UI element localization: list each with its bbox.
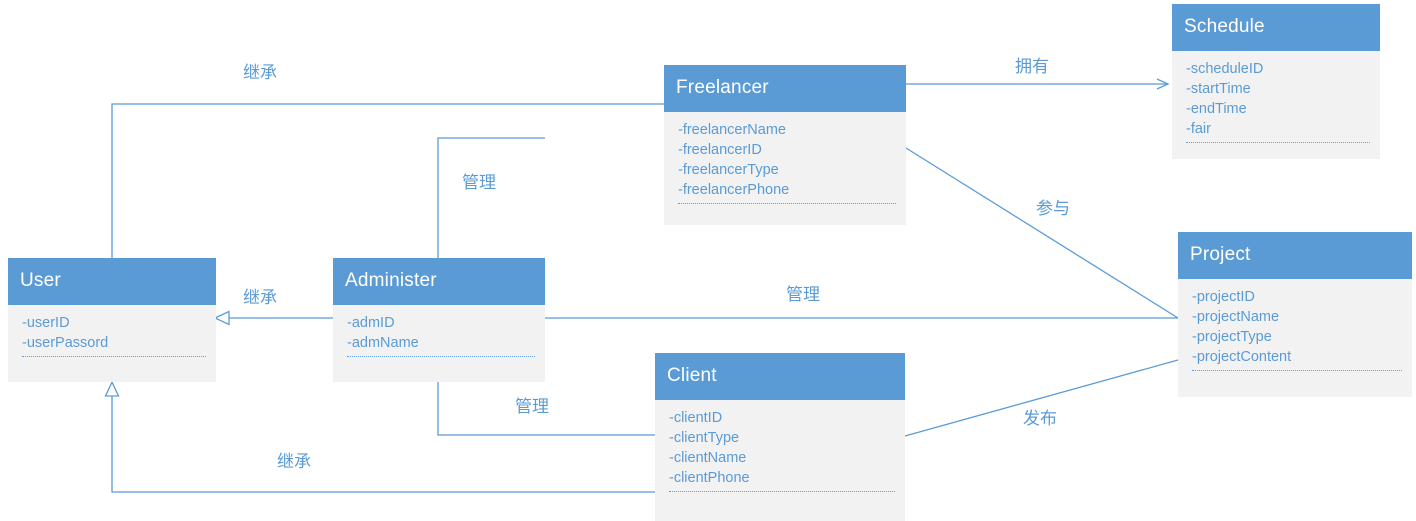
class-name-user: User: [20, 270, 61, 291]
edge-label-client-project-publish: 发布: [1023, 409, 1057, 428]
class-attributes-schedule: -scheduleID -startTime -endTime -fair: [1172, 51, 1380, 143]
class-attribute: -clientName: [669, 450, 747, 466]
class-box-schedule[interactable]: Schedule -scheduleID -startTime -endTime…: [1172, 4, 1380, 159]
relation-freelancer-project-participate: [905, 147, 1179, 319]
class-header-user: User: [8, 258, 216, 305]
class-attribute: -scheduleID: [1186, 61, 1264, 77]
class-attribute: -startTime: [1186, 81, 1251, 97]
class-header-schedule: Schedule: [1172, 4, 1380, 51]
class-attribute: -admName: [347, 335, 419, 351]
relation-administer-user-inheritance: [213, 310, 333, 326]
class-attributes-client: -clientID -clientType -clientName -clien…: [655, 400, 905, 492]
edge-label-freelancer-schedule-own: 拥有: [1015, 57, 1049, 76]
class-box-administer[interactable]: Administer -admID -admName: [333, 258, 545, 382]
class-name-project: Project: [1190, 244, 1251, 265]
edge-label-administer-client-manage: 管理: [515, 397, 549, 416]
class-header-project: Project: [1178, 232, 1412, 279]
edge-label-client-user-inherit: 继承: [277, 452, 311, 471]
class-separator: [347, 356, 535, 357]
class-name-client: Client: [667, 365, 717, 386]
relation-freelancer-user-inheritance: [104, 103, 664, 278]
class-separator: [669, 491, 895, 492]
class-attribute: -clientType: [669, 430, 740, 446]
class-box-project[interactable]: Project -projectID -projectName -project…: [1178, 232, 1412, 397]
class-name-administer: Administer: [345, 270, 437, 291]
class-attribute: -fair: [1186, 121, 1211, 137]
edge-label-administer-project-manage: 管理: [786, 285, 820, 304]
class-name-schedule: Schedule: [1184, 16, 1265, 37]
class-separator: [1192, 370, 1402, 371]
class-header-administer: Administer: [333, 258, 545, 305]
class-attribute: -admID: [347, 315, 395, 331]
class-attribute: -userPassord: [22, 335, 109, 351]
class-separator: [1186, 142, 1370, 143]
class-box-freelancer[interactable]: Freelancer -freelancerName -freelancerID…: [664, 65, 906, 225]
class-header-freelancer: Freelancer: [664, 65, 906, 112]
class-attribute: -freelancerType: [678, 162, 779, 178]
class-attribute: -projectName: [1192, 309, 1280, 325]
class-box-client[interactable]: Client -clientID -clientType -clientName…: [655, 353, 905, 521]
class-attribute: -clientPhone: [669, 470, 750, 486]
class-attribute: -projectType: [1192, 329, 1272, 345]
class-name-freelancer: Freelancer: [676, 77, 769, 98]
edge-label-administer-user-inherit: 继承: [243, 288, 277, 307]
class-separator: [22, 356, 206, 357]
class-attribute: -clientID: [669, 410, 723, 426]
edge-label-administer-freelancer-manage: 管理: [462, 173, 496, 192]
class-attributes-project: -projectID -projectName -projectType -pr…: [1178, 279, 1412, 371]
class-attribute: -freelancerPhone: [678, 182, 790, 198]
class-box-user[interactable]: User -userID -userPassord: [8, 258, 216, 382]
class-separator: [678, 203, 896, 204]
class-attributes-freelancer: -freelancerName -freelancerID -freelance…: [664, 112, 906, 204]
class-attributes-user: -userID -userPassord: [8, 305, 216, 357]
edge-label-freelancer-project-join: 参与: [1036, 199, 1070, 218]
class-attribute: -projectContent: [1192, 349, 1292, 365]
class-attribute: -userID: [22, 315, 70, 331]
class-attribute: -freelancerName: [678, 122, 786, 138]
class-attribute: -freelancerID: [678, 142, 762, 158]
class-attribute: -endTime: [1186, 101, 1247, 117]
class-attribute: -projectID: [1192, 289, 1255, 305]
edge-label-freelancer-user-inherit: 继承: [243, 63, 277, 82]
class-attributes-administer: -admID -admName: [333, 305, 545, 357]
class-header-client: Client: [655, 353, 905, 400]
